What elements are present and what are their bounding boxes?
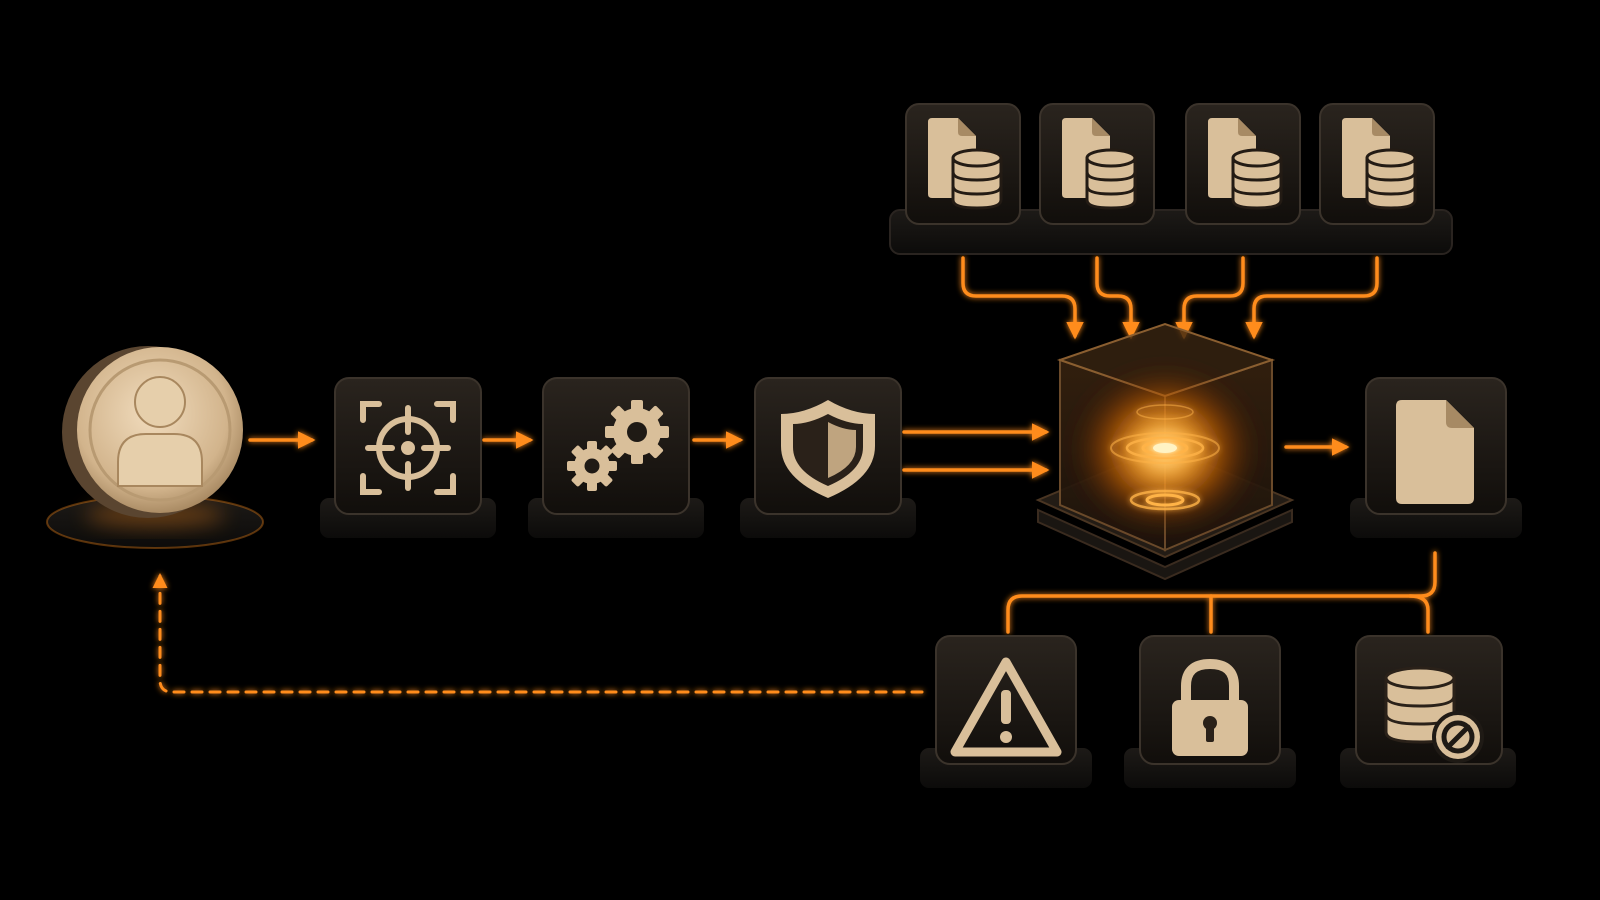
user-node[interactable] bbox=[46, 346, 264, 549]
branch-output-trunk bbox=[1006, 551, 1437, 634]
user-icon bbox=[117, 376, 203, 487]
document-database-icon bbox=[1062, 118, 1137, 210]
padlock-icon bbox=[1172, 658, 1248, 756]
arrow-source-4-to-core bbox=[1245, 256, 1379, 340]
database-blocked-icon bbox=[1384, 666, 1484, 763]
warning-node[interactable] bbox=[920, 635, 1092, 788]
target-node[interactable] bbox=[320, 377, 496, 538]
source-node-4[interactable] bbox=[1319, 103, 1435, 225]
core-bright-center bbox=[1153, 443, 1177, 453]
connectors bbox=[152, 256, 1437, 694]
source-node-2[interactable] bbox=[1039, 103, 1155, 225]
branch-to-blocked-db bbox=[1408, 594, 1430, 634]
core-base bbox=[1037, 508, 1293, 581]
crosshair-center bbox=[401, 441, 415, 455]
user-coin bbox=[77, 347, 243, 513]
arrow-source-3-to-core bbox=[1175, 256, 1245, 340]
arrow-source-2-to-core bbox=[1095, 256, 1140, 340]
dashed-return-to-user bbox=[152, 573, 924, 694]
blocked-db-node[interactable] bbox=[1340, 635, 1516, 788]
shelf-base bbox=[889, 209, 1453, 255]
user-coin-rim bbox=[88, 358, 232, 502]
document-database-icon bbox=[1342, 118, 1417, 210]
gears-icon bbox=[567, 400, 669, 491]
process-node[interactable] bbox=[528, 377, 704, 538]
document-icon bbox=[1396, 400, 1474, 504]
lock-node[interactable] bbox=[1124, 635, 1296, 788]
security-node[interactable] bbox=[740, 377, 916, 538]
document-database-icon bbox=[1208, 118, 1283, 210]
output-node[interactable] bbox=[1350, 377, 1522, 538]
arrow-source-1-to-core bbox=[961, 256, 1084, 340]
core-node[interactable] bbox=[1035, 322, 1295, 581]
crosshair-icon bbox=[360, 401, 456, 495]
source-node-3[interactable] bbox=[1185, 103, 1301, 225]
document-database-icon bbox=[928, 118, 1003, 210]
shield-icon bbox=[781, 400, 875, 498]
source-node-1[interactable] bbox=[905, 103, 1021, 225]
warning-triangle-icon bbox=[950, 657, 1062, 757]
source-nodes bbox=[905, 103, 1435, 225]
sources-shelf bbox=[889, 209, 1453, 255]
